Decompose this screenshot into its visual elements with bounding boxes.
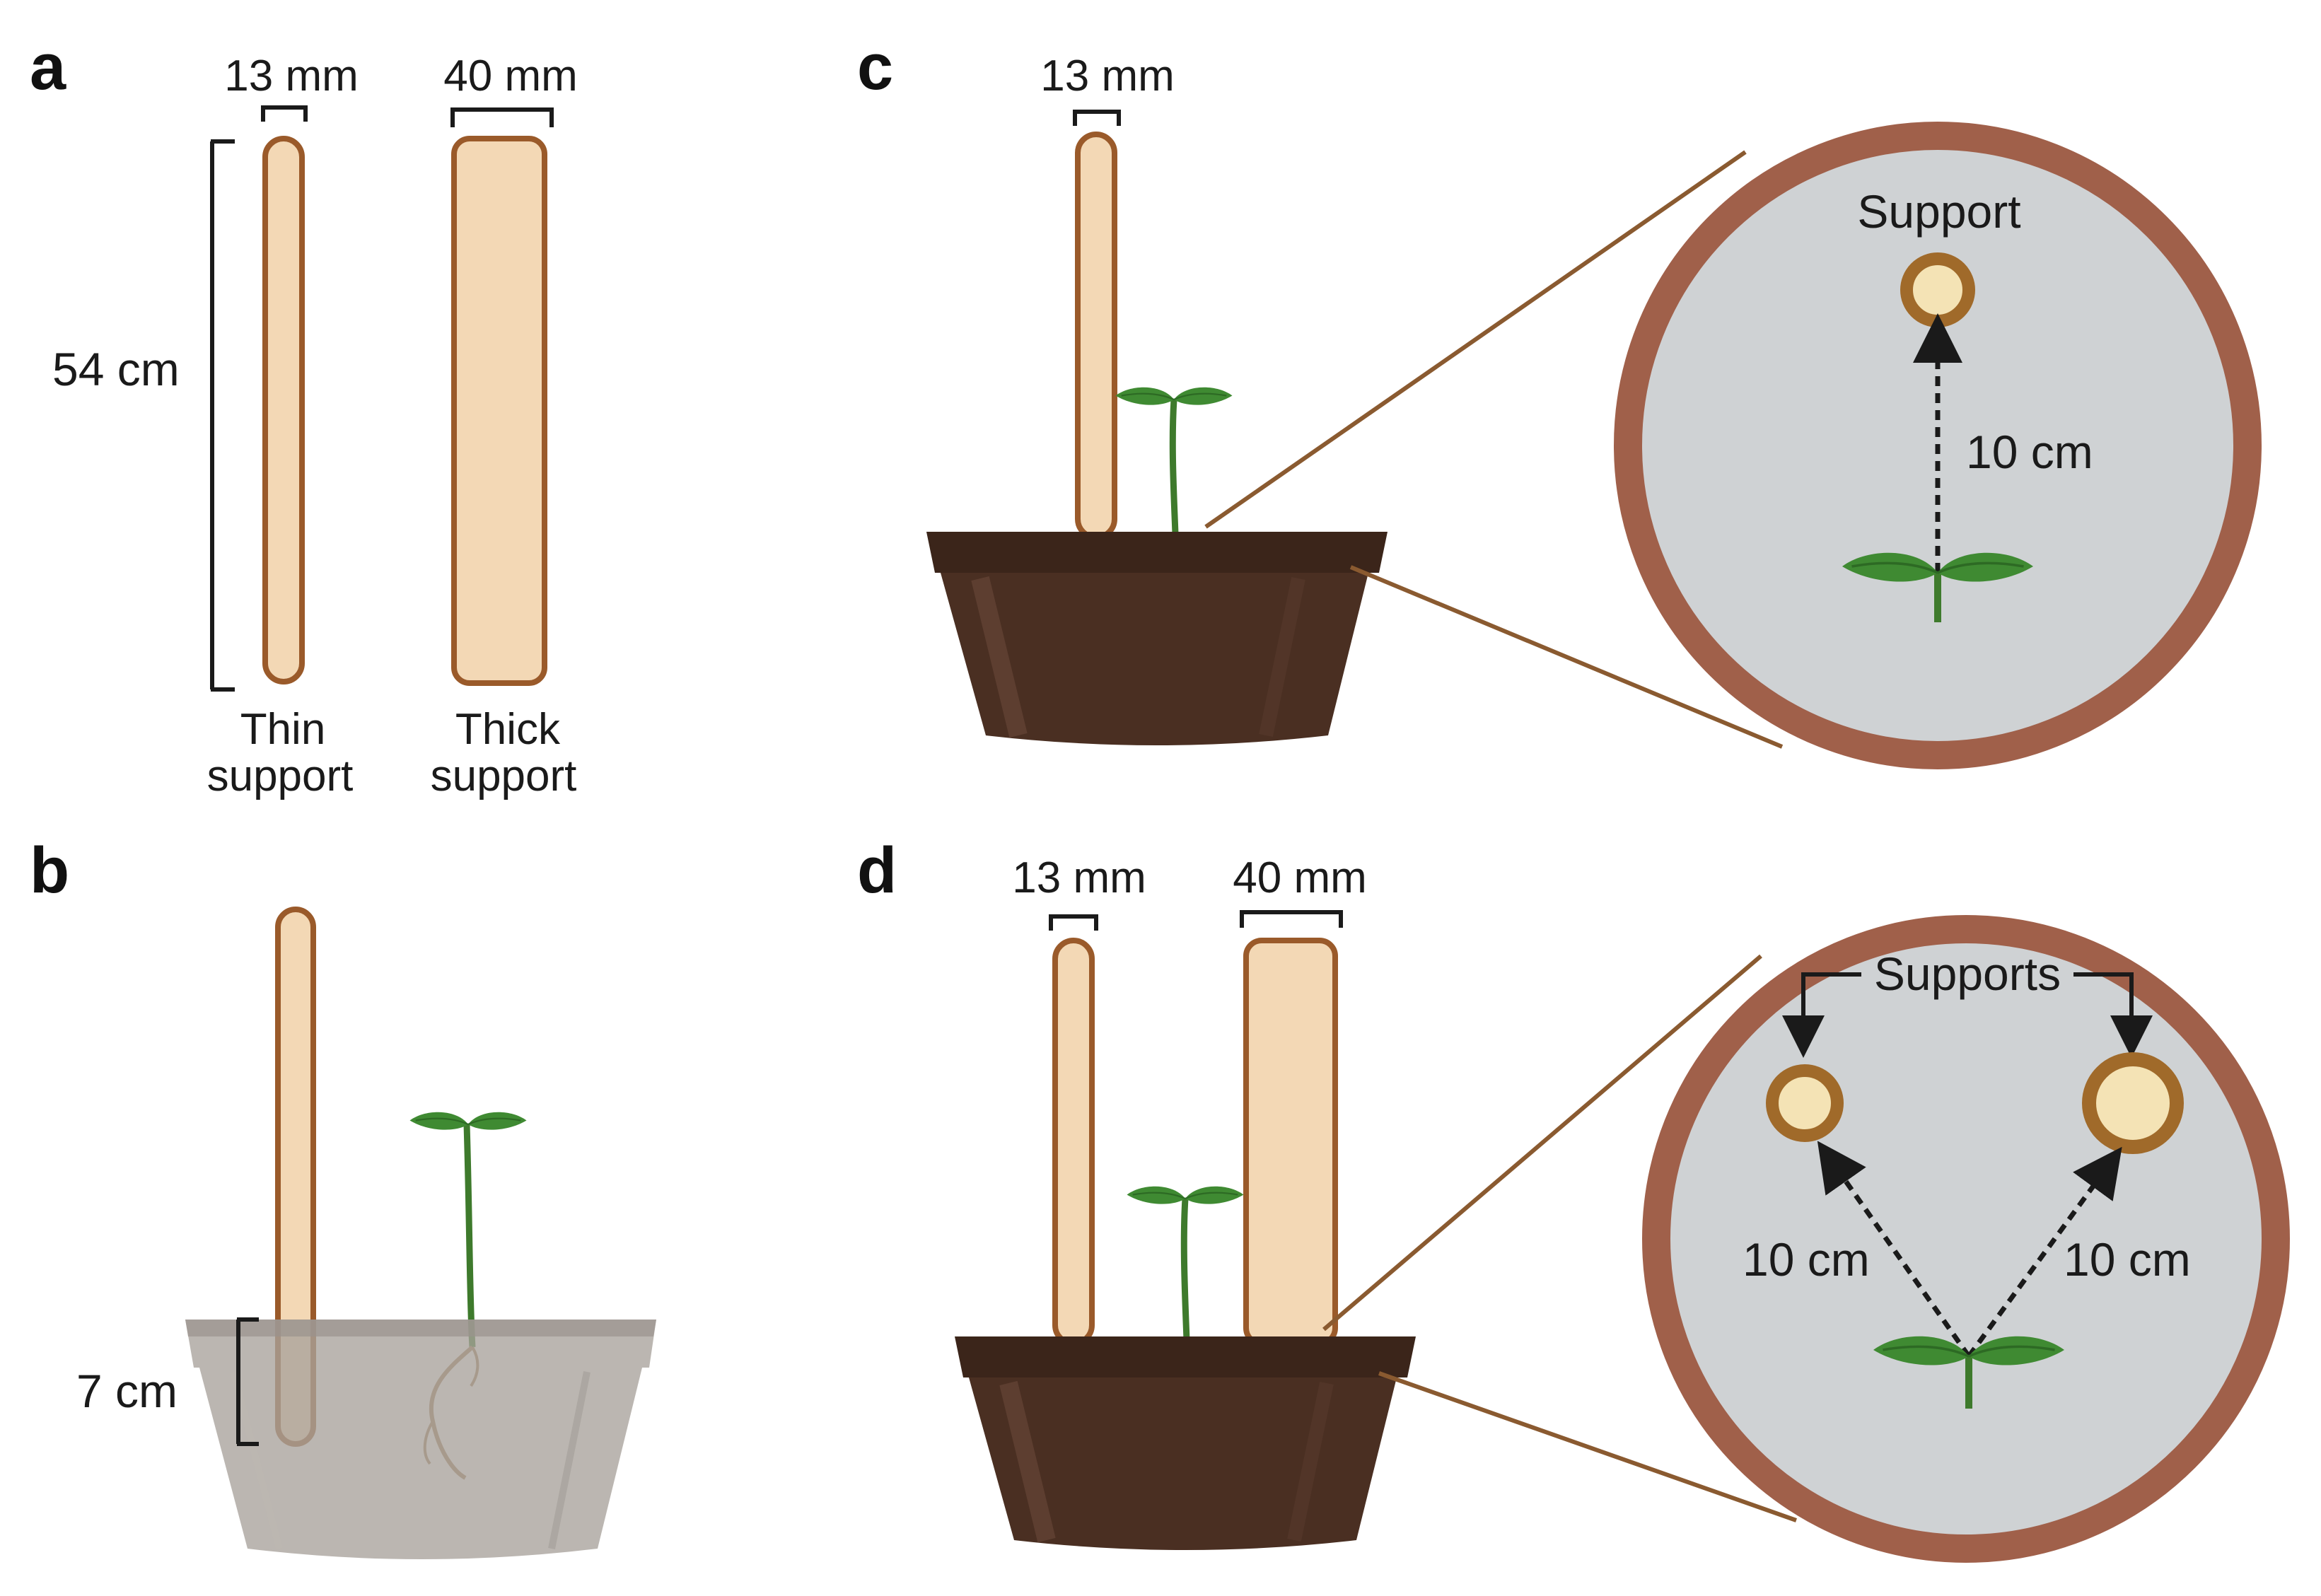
pot [955,1336,1416,1550]
distance-label: 10 cm [1966,426,2093,478]
thick-width-bracket [450,107,554,127]
thick-width-label: 40 mm [443,52,577,100]
thick-support-stick [1243,938,1338,1346]
panel-d: d 13 mm 40 mm Supports [857,834,2290,1563]
seedling [1115,386,1233,535]
panel-letter-a: a [30,31,66,103]
inset-support-label: Support [1857,185,2020,238]
thin-caption-line2: support [207,752,354,800]
distance-arrow-right [1967,1146,2122,1358]
thick-width-label: 40 mm [1233,854,1366,902]
thin-support-stick [1052,938,1095,1346]
top-view-inset: Supports 10 cm 10 cm [1642,915,2290,1563]
zoom-line-top [1204,150,1747,529]
thin-width-label: 13 mm [224,52,358,100]
thick-caption-line1: Thick [455,705,561,754]
thin-width-bracket [1049,914,1098,931]
support-width-label: 13 mm [1040,52,1174,100]
seedling-top-view [1872,1334,2066,1409]
support-circle [1900,252,1975,327]
panel-a: a 54 cm 13 mm 40 mm Thin support Thick s… [30,31,578,800]
thin-caption-line1: Thin [240,705,326,754]
inset-supports-label: Supports [1874,948,2061,1000]
distance-arrow-left [1817,1141,1971,1358]
thick-width-bracket [1240,910,1343,928]
distance-label-right: 10 cm [2064,1233,2191,1286]
seedling-top-view [1841,551,2035,622]
thick-support [451,136,547,686]
thick-support-circle [2082,1052,2184,1154]
panel-letter-d: d [857,834,897,907]
panel-c: c 13 mm Support 10 cm [857,31,2262,769]
thin-width-label: 13 mm [1012,854,1146,902]
panel-b: b 7 cm [30,834,656,1559]
panel-letter-b: b [30,834,69,907]
panel-letter-c: c [857,31,893,103]
transparent-pot [185,1320,656,1559]
thick-caption-line2: support [431,752,577,800]
height-label: 54 cm [52,343,180,395]
pot [926,532,1388,745]
thin-support [262,136,305,685]
zoom-line-bottom [1378,1371,1797,1522]
support-stick [1075,132,1117,540]
thin-support-circle [1766,1064,1844,1142]
zoom-line-bottom [1349,565,1784,749]
top-view-inset: Support 10 cm [1614,122,2262,769]
distance-label-left: 10 cm [1743,1233,1870,1286]
height-bracket [210,139,235,692]
supports-arrow-right [2073,972,2153,1058]
thin-width-bracket [261,105,308,122]
support-width-bracket [1073,110,1121,126]
seedling [1126,1185,1245,1341]
zoom-line-top [1322,954,1762,1332]
supports-arrow-left [1782,972,1861,1058]
depth-label: 7 cm [76,1365,178,1417]
depth-bracket [236,1317,259,1446]
